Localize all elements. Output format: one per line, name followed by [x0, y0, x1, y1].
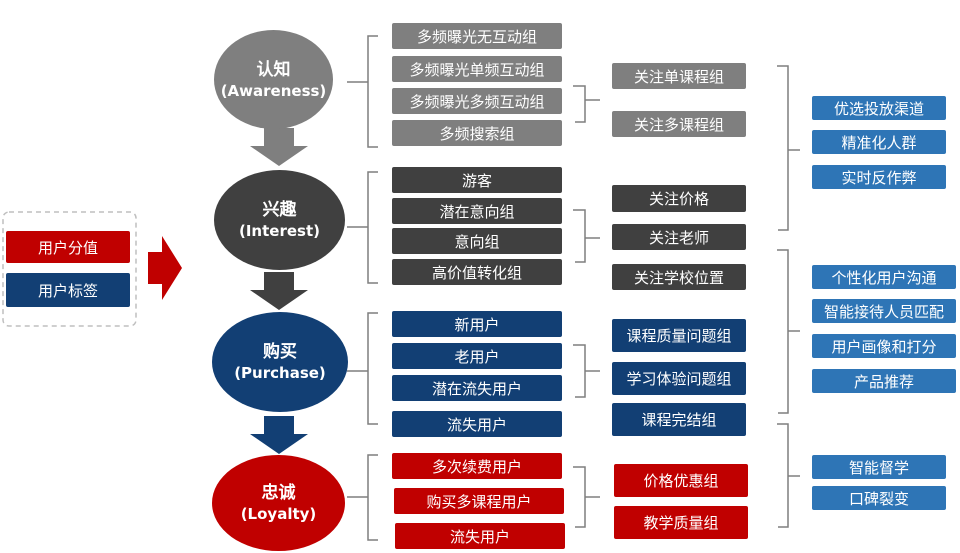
group-interest-3: 意向组 — [392, 228, 562, 254]
action-2: 精准化人群 — [812, 130, 946, 154]
action-5: 智能接待人员匹配 — [812, 299, 956, 323]
group-purchase-4: 流失用户 — [392, 411, 562, 437]
focus-loyalty-1: 价格优惠组 — [614, 464, 748, 497]
group-awareness-4: 多频搜索组 — [392, 120, 562, 146]
user-score-box: 用户分值 — [6, 231, 130, 263]
focus-loyalty-2: 教学质量组 — [614, 506, 748, 539]
stage-awareness-subtitle: (Awareness) — [220, 81, 327, 100]
stage-interest-title: 兴趣 — [262, 200, 297, 220]
interest-bracket — [367, 171, 378, 284]
focus-interest-3: 关注学校位置 — [612, 264, 746, 290]
group-loyalty-1: 多次续费用户 — [392, 453, 562, 479]
action-set2-bracket — [777, 249, 789, 414]
action-3: 实时反作弊 — [812, 165, 946, 189]
focus-purchase-2: 学习体验问题组 — [612, 362, 746, 395]
left-panel-frame — [2, 211, 137, 327]
group-awareness-2: 多频曝光单频互动组 — [392, 56, 562, 82]
group-loyalty-3: 流失用户 — [395, 523, 565, 549]
focus-interest-1: 关注价格 — [612, 185, 746, 212]
focus-interest-2: 关注老师 — [612, 224, 746, 250]
action-7: 产品推荐 — [812, 369, 956, 393]
stage-awareness: 认知 (Awareness) — [214, 30, 333, 129]
interest-focus-bracket — [573, 209, 586, 263]
action-1: 优选投放渠道 — [812, 96, 946, 120]
group-awareness-3: 多频曝光多频互动组 — [392, 88, 562, 114]
stage-awareness-title: 认知 — [256, 59, 291, 80]
stage-purchase-title: 购买 — [263, 342, 297, 362]
group-purchase-3: 潜在流失用户 — [392, 375, 562, 401]
group-interest-2: 潜在意向组 — [392, 198, 562, 224]
action-4: 个性化用户沟通 — [812, 265, 956, 289]
stage-purchase: 购买 (Purchase) — [212, 312, 348, 412]
action-9: 口碑裂变 — [812, 486, 946, 510]
purchase-bracket — [367, 312, 378, 425]
stage-purchase-subtitle: (Purchase) — [234, 364, 326, 382]
arrow-down-1 — [250, 128, 308, 166]
arrow-right-main — [148, 236, 182, 300]
focus-purchase-3: 课程完结组 — [612, 403, 746, 436]
focus-awareness-1: 关注单课程组 — [612, 63, 746, 89]
focus-awareness-2: 关注多课程组 — [612, 111, 746, 137]
stage-interest-subtitle: (Interest) — [239, 222, 320, 240]
stage-loyalty-subtitle: (Loyalty) — [240, 505, 317, 523]
loyalty-bracket — [367, 454, 378, 541]
user-tag-box: 用户标签 — [6, 273, 130, 307]
stage-loyalty-title: 忠诚 — [261, 483, 296, 503]
group-purchase-2: 老用户 — [392, 343, 562, 369]
purchase-focus-bracket — [573, 344, 586, 398]
action-8: 智能督学 — [812, 455, 946, 479]
group-awareness-1: 多频曝光无互动组 — [392, 23, 562, 49]
group-purchase-1: 新用户 — [392, 311, 562, 337]
group-interest-4: 高价值转化组 — [392, 259, 562, 285]
focus-purchase-1: 课程质量问题组 — [612, 319, 746, 352]
action-set1-bracket — [777, 65, 789, 231]
arrow-down-3 — [250, 416, 308, 454]
group-interest-1: 游客 — [392, 167, 562, 193]
stage-interest: 兴趣 (Interest) — [214, 170, 345, 270]
awareness-focus-bracket — [573, 85, 586, 123]
action-set3-bracket — [777, 423, 789, 528]
group-loyalty-2: 购买多课程用户 — [394, 488, 564, 514]
awareness-bracket — [367, 35, 378, 148]
arrow-down-2 — [250, 272, 308, 310]
loyalty-focus-bracket — [573, 466, 586, 528]
stage-loyalty: 忠诚 (Loyalty) — [212, 455, 345, 551]
action-6: 用户画像和打分 — [812, 334, 956, 358]
